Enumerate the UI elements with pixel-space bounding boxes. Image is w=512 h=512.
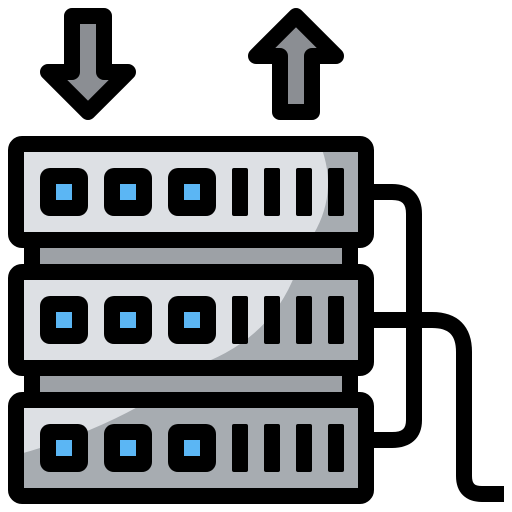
vent-slot bbox=[328, 168, 344, 216]
cable-middle bbox=[370, 312, 504, 502]
arrow-down-icon bbox=[40, 8, 136, 120]
server-unit-1 bbox=[8, 136, 374, 248]
server-panel-outline bbox=[8, 264, 374, 376]
status-led-icon bbox=[56, 440, 72, 456]
status-led-icon bbox=[120, 440, 136, 456]
status-led-icon bbox=[120, 184, 136, 200]
vent-slot bbox=[296, 424, 312, 472]
status-led-icon bbox=[56, 184, 72, 200]
vent-slot bbox=[296, 168, 312, 216]
status-led-icon bbox=[120, 312, 136, 328]
vent-slot bbox=[296, 296, 312, 344]
network-cables bbox=[370, 184, 504, 502]
server-unit-3 bbox=[8, 392, 374, 504]
vent-slot bbox=[264, 296, 280, 344]
status-led-icon bbox=[184, 312, 200, 328]
vent-slot bbox=[232, 296, 248, 344]
vent-slot bbox=[264, 168, 280, 216]
arrow-up-icon bbox=[248, 8, 344, 120]
status-led-icon bbox=[184, 184, 200, 200]
status-led-icon bbox=[56, 312, 72, 328]
vent-slot bbox=[328, 296, 344, 344]
vent-slot bbox=[328, 424, 344, 472]
server-panel-outline bbox=[8, 392, 374, 504]
status-led-icon bbox=[184, 440, 200, 456]
vent-slot bbox=[232, 424, 248, 472]
server-panel-outline bbox=[8, 136, 374, 248]
vent-slot bbox=[264, 424, 280, 472]
vent-slot bbox=[232, 168, 248, 216]
server-unit-2 bbox=[8, 264, 374, 376]
